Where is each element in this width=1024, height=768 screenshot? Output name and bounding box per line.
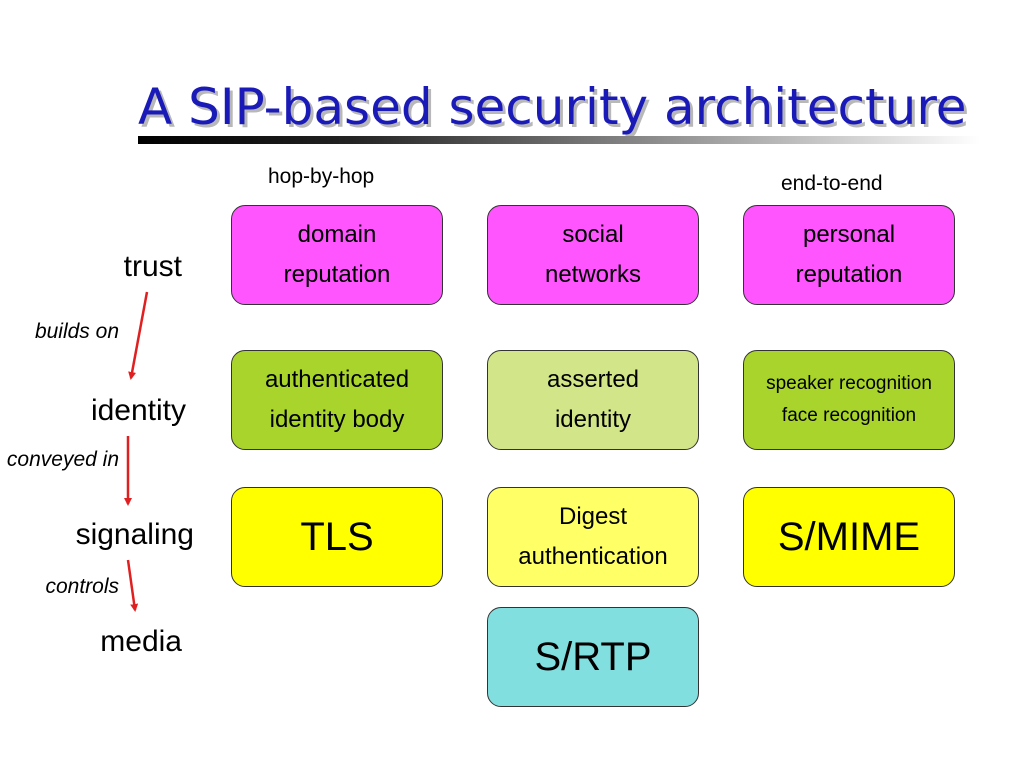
box-line: identity body	[269, 406, 405, 433]
box-authenticated-identity-body: authenticated identity body	[231, 350, 443, 450]
box-line: social	[562, 221, 624, 248]
box-line: personal	[802, 221, 896, 248]
layer-label-signaling: signaling	[75, 518, 194, 551]
box-line: authenticated	[264, 366, 410, 393]
box-line: networks	[544, 261, 642, 288]
layer-label-identity: identity	[90, 394, 186, 427]
box-line: S/RTP	[534, 635, 652, 679]
box-personal-reputation: personal reputation	[743, 205, 955, 305]
box-line: Digest	[558, 503, 628, 530]
layer-label-media: media	[100, 625, 182, 658]
box-line: TLS	[300, 515, 374, 559]
arrow-builds-on	[128, 291, 149, 380]
connector-label-conveyed-in: conveyed in	[6, 448, 119, 471]
box-srtp: S/RTP	[487, 607, 699, 707]
column-header-end-to-end: end-to-end	[781, 172, 883, 195]
box-digest-authentication: Digest authentication	[487, 487, 699, 587]
box-line: reputation	[283, 261, 391, 288]
layer-label-trust: trust	[123, 250, 182, 283]
box-line: reputation	[795, 261, 903, 288]
box-social-networks: social networks	[487, 205, 699, 305]
box-speaker-face-recognition: speaker recognition face recognition	[743, 350, 955, 450]
box-line: face recognition	[781, 405, 917, 426]
connector-label-controls: controls	[45, 575, 119, 598]
column-header-hop-by-hop: hop-by-hop	[268, 165, 375, 188]
box-line: domain	[297, 221, 377, 248]
connector-label-builds-on: builds on	[34, 320, 119, 343]
slide-title: A SIP-based security architecture	[138, 78, 967, 136]
box-domain-reputation: domain reputation	[231, 205, 443, 305]
box-line: identity	[554, 406, 632, 433]
box-smime: S/MIME	[743, 487, 955, 587]
title-underline	[138, 136, 980, 144]
arrow-controls	[126, 559, 139, 612]
box-line: S/MIME	[777, 515, 921, 559]
box-line: asserted	[546, 366, 640, 393]
box-tls: TLS	[231, 487, 443, 587]
box-line: speaker recognition	[766, 373, 932, 394]
box-asserted-identity: asserted identity	[487, 350, 699, 450]
box-line: authentication	[518, 543, 668, 570]
